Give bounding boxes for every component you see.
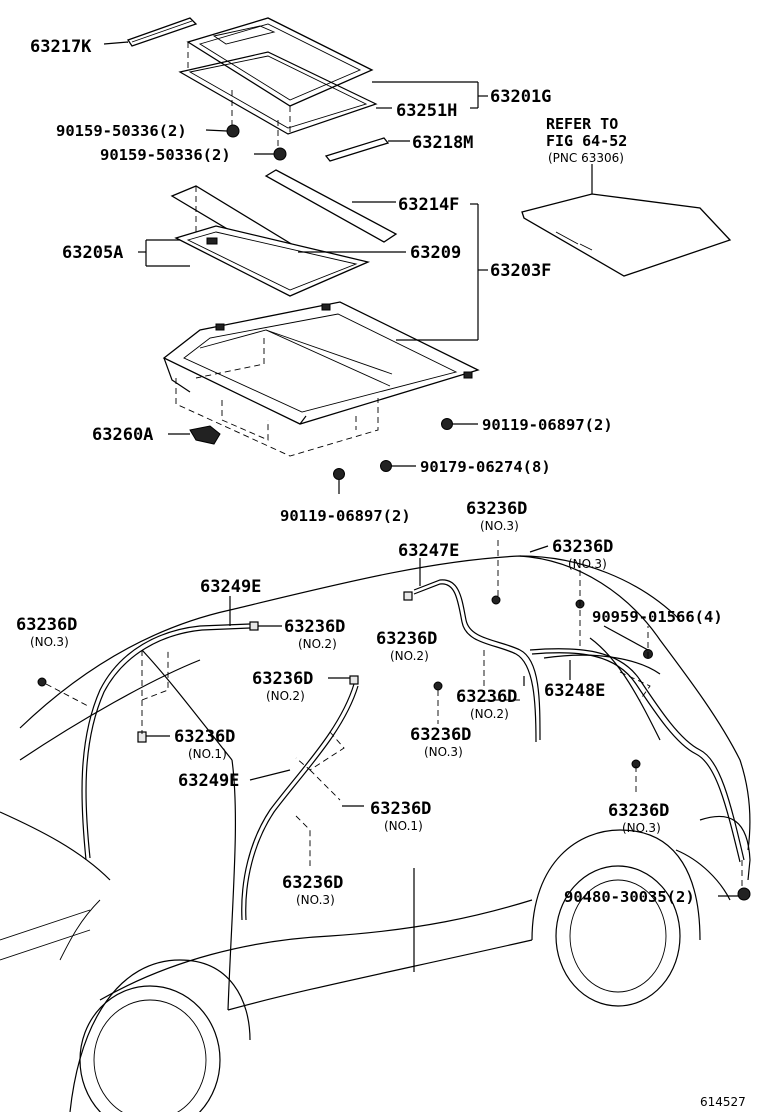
label-63236d-n1b: 63236D (370, 799, 431, 819)
label-63236d-c2-sub: (NO.2) (470, 707, 509, 721)
weatherstrip-63217k-drawing (126, 17, 198, 47)
label-63247e: 63247E (398, 541, 459, 561)
drain-hoses-drawing (81, 579, 745, 921)
label-63260a: 63260A (92, 425, 153, 445)
label-63236d-tr: 63236D (552, 537, 613, 557)
clip-4-drawing (491, 595, 501, 605)
housing-frame-63203f-drawing (162, 301, 480, 425)
label-63236d-l-sub: (NO.3) (30, 635, 69, 649)
label-63236d-l2: 63236D (284, 617, 345, 637)
label-63205a: 63205A (62, 243, 123, 263)
label-90480: 90480-30035(2) (564, 888, 695, 906)
label-63201g: 63201G (490, 87, 551, 107)
label-refer-to: REFER TO (546, 115, 618, 133)
clip-3-drawing (403, 591, 413, 601)
label-63217k: 63217K (30, 37, 92, 57)
label-63236d-n1: 63236D (174, 727, 235, 747)
label-90119-a: 90119-06897(2) (482, 416, 613, 434)
label-90179: 90179-06274(8) (420, 458, 551, 476)
label-63209: 63209 (410, 243, 461, 263)
shade-63205a-drawing (174, 225, 371, 297)
label-63236d-l2-sub: (NO.2) (298, 637, 337, 651)
label-63236d-b-sub: (NO.3) (296, 893, 335, 907)
clip-1-drawing (249, 621, 259, 631)
figure-number: 614527 (700, 1095, 746, 1109)
label-refer-pnc: (PNC 63306) (548, 151, 624, 165)
label-63203f: 63203F (490, 261, 551, 281)
label-63236d-top: 63236D (466, 499, 527, 519)
label-90959: 90959-01566(4) (592, 608, 723, 626)
label-63248e: 63248E (544, 681, 605, 701)
label-63236d-tr-sub: (NO.3) (568, 557, 607, 571)
label-63236d-c-sub: (NO.2) (266, 689, 305, 703)
label-63249e-b: 63249E (178, 771, 239, 791)
label-63236d-c2: 63236D (456, 687, 517, 707)
bolt-90119-a-drawing (441, 418, 453, 430)
label-63236d-c3: 63236D (410, 725, 471, 745)
label-63236d-n1-sub: (NO.1) (188, 747, 227, 761)
label-63214f: 63214F (398, 195, 459, 215)
screw-90159-a-drawing (226, 124, 240, 138)
vehicle-body-drawing (0, 555, 751, 1112)
label-63251h: 63251H (396, 101, 457, 121)
label-63236d-r-sub: (NO.3) (622, 821, 661, 835)
grommet-90179-drawing (380, 460, 392, 472)
clip-7-drawing (37, 677, 47, 687)
label-refer-fig: FIG 64-52 (546, 132, 627, 150)
label-90159-a: 90159-50336(2) (56, 122, 187, 140)
grommet-90480-drawing (737, 887, 751, 901)
label-63249e-a: 63249E (200, 577, 261, 597)
gasket-63251h-drawing (178, 51, 378, 135)
label-63236d-m-sub: (NO.2) (390, 649, 429, 663)
headliner-drawing (521, 193, 732, 277)
motor-63260a-drawing (189, 425, 221, 445)
label-90119-b: 90119-06897(2) (280, 507, 411, 525)
screw-90159-b-drawing (273, 147, 287, 161)
clip-8-drawing (433, 681, 443, 691)
label-90159-b: 90159-50336(2) (100, 146, 231, 164)
label-63218m: 63218M (412, 133, 473, 153)
label-63236d-n1b-sub: (NO.1) (384, 819, 423, 833)
label-63236d-b: 63236D (282, 873, 343, 893)
bolt-90119-b-drawing (333, 468, 345, 480)
label-63236d-r: 63236D (608, 801, 669, 821)
strip-63218m-drawing (324, 137, 390, 162)
label-63236d-m: 63236D (376, 629, 437, 649)
label-63236d-c: 63236D (252, 669, 313, 689)
label-63236d-l: 63236D (16, 615, 77, 635)
label-63236d-top-sub: (NO.3) (480, 519, 519, 533)
clip-2-drawing (349, 675, 359, 685)
label-63236d-c3-sub: (NO.3) (424, 745, 463, 759)
